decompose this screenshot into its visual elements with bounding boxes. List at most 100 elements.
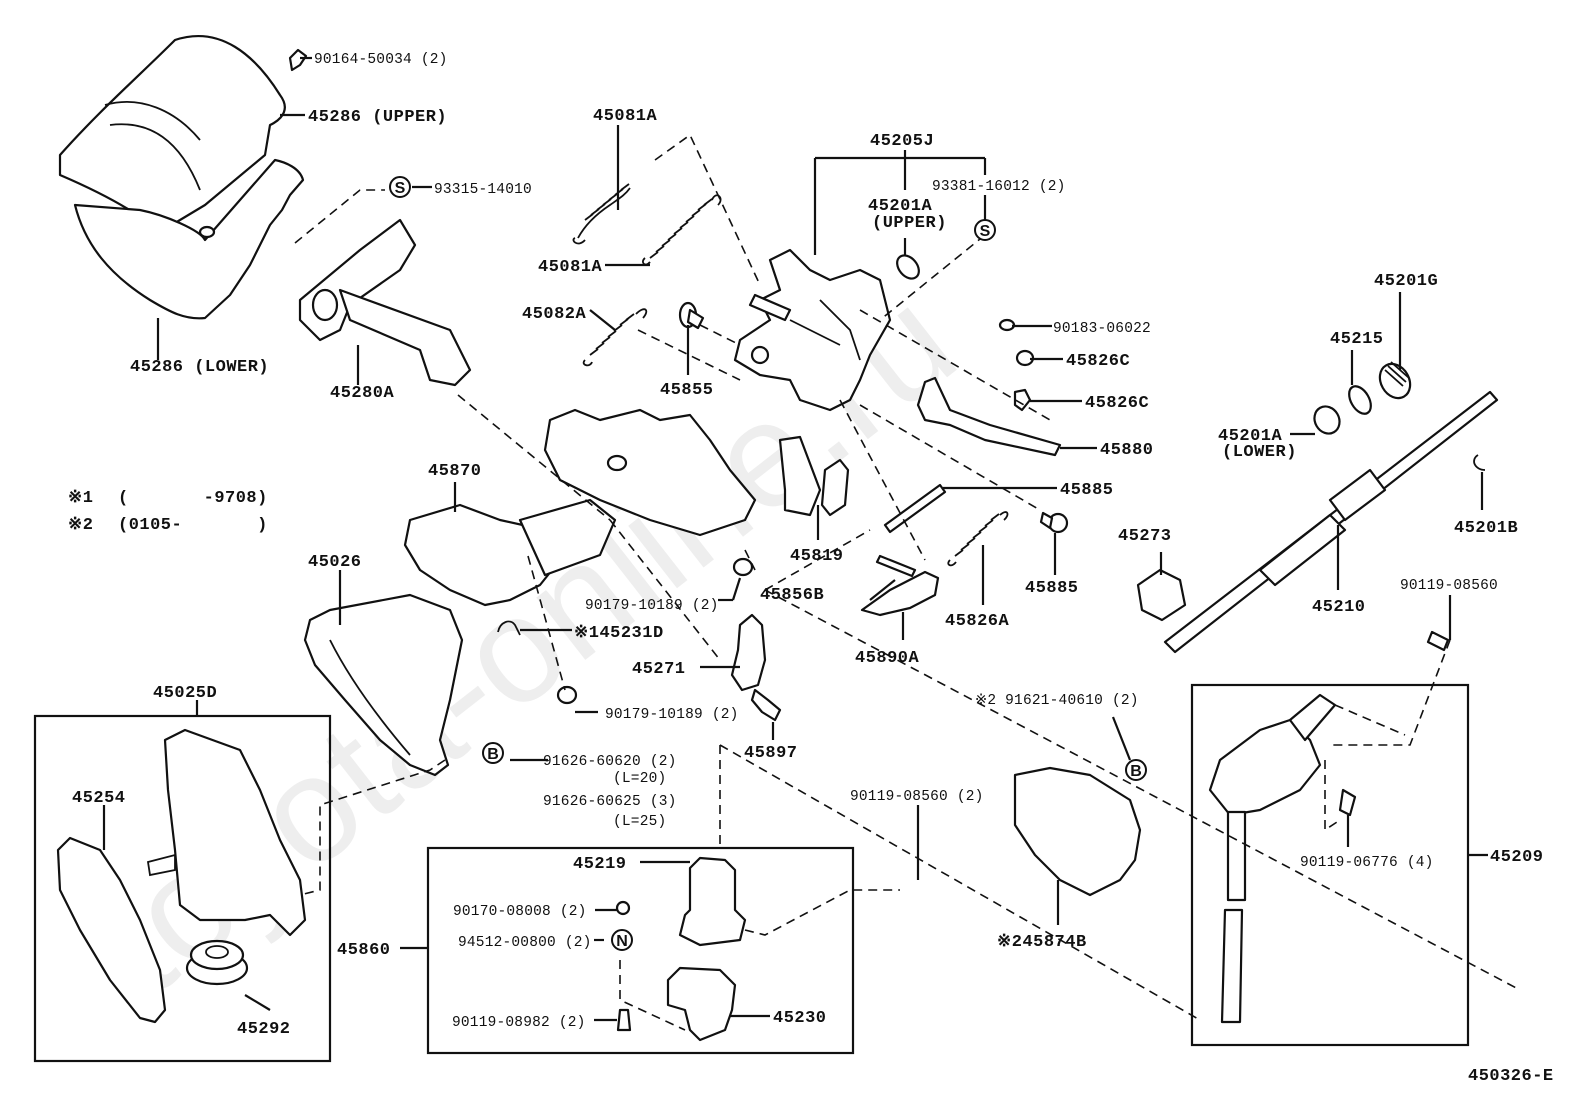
label-45880[interactable]: 45880 [1100,441,1154,460]
label-45885-2[interactable]: 45885 [1025,579,1079,598]
label-45271[interactable]: 45271 [632,660,686,679]
label-45292[interactable]: 45292 [237,1020,291,1039]
part-45201a-lower-bearing[interactable] [1310,402,1345,438]
label-90119-08560-mid[interactable]: 90119-08560 (2) [850,789,984,805]
part-45271-bracket[interactable] [730,613,767,692]
label-45860[interactable]: 45860 [337,941,391,960]
label-45855[interactable]: 45855 [660,381,714,400]
part-90179-nut-upper[interactable] [732,557,754,577]
label-45286-lower[interactable]: 45286 (LOWER) [130,358,269,377]
label-91626-60625[interactable]: 91626-60625 (3) [543,794,677,810]
svg-text:S: S [980,223,991,240]
label-45201a-lower[interactable]: 45201A [1218,427,1283,446]
label-45209[interactable]: 45209 [1490,848,1544,867]
part-45897-bolt[interactable] [750,688,782,722]
label-45874b[interactable]: ※245874B [997,933,1087,952]
label-45286-upper[interactable]: 45286 (UPPER) [308,108,447,127]
part-90179-nut-lower[interactable] [556,685,578,705]
part-45201b-snap-ring[interactable] [1473,454,1486,471]
label-45205j[interactable]: 45205J [870,132,934,151]
label-94512-00800[interactable]: 94512-00800 (2) [458,935,592,951]
label-45219[interactable]: 45219 [573,855,627,874]
part-45890a-pawl[interactable] [860,570,940,617]
part-45210-steering-shaft[interactable] [1163,390,1499,654]
label-45026[interactable]: 45026 [308,553,362,572]
label-45819[interactable]: 45819 [790,547,844,566]
part-90119-08560-bolt-right[interactable] [1426,630,1450,652]
label-45885-1[interactable]: 45885 [1060,481,1114,500]
part-45874b-cover[interactable] [1013,766,1142,897]
label-93381-16012[interactable]: 93381-16012 (2) [932,179,1066,195]
part-45280a-bracket[interactable] [298,218,472,387]
label-45081a-top[interactable]: 45081A [593,107,658,126]
svg-text:B: B [1130,763,1142,780]
label-90119-08560-right[interactable]: 90119-08560 [1400,578,1498,594]
part-45081a-spring-2[interactable] [642,194,722,266]
part-45201g-spring[interactable] [1374,358,1416,403]
part-45082a-spring[interactable] [582,308,648,367]
label-45230[interactable]: 45230 [773,1009,827,1028]
part-45885-rod[interactable] [883,483,947,534]
part-45880-lever[interactable] [916,376,1062,457]
part-45219-lock-housing[interactable] [678,856,747,947]
part-45870-column-bracket[interactable] [403,408,757,607]
label-45856b[interactable]: 45856B [760,586,824,605]
part-45254-gasket[interactable] [56,836,167,1024]
part-45856b-pin[interactable] [875,554,917,578]
label-91621-40610[interactable]: ※2 91621-40610 (2) [975,693,1139,709]
note-2-range: (0105- ) [118,516,268,535]
part-45826c-nut-2[interactable] [1013,388,1032,412]
part-45230-lock-cylinder[interactable] [666,966,737,1042]
label-45081a-mid[interactable]: 45081A [538,258,603,277]
label-45897[interactable]: 45897 [744,744,798,763]
part-45215-plate[interactable] [1345,383,1376,418]
label-90119-08982[interactable]: 90119-08982 (2) [452,1015,586,1031]
label-91626-60625-length: (L=25) [613,814,666,830]
label-90119-06776[interactable]: 90119-06776 (4) [1300,855,1434,871]
label-45082a[interactable]: 45082A [522,305,587,324]
label-93315-14010[interactable]: 93315-14010 [434,182,532,198]
label-45201g[interactable]: 45201G [1374,272,1438,291]
label-45201a-upper[interactable]: 45201A [868,197,933,216]
part-90164-screw[interactable] [288,48,308,72]
label-45826c-1[interactable]: 45826C [1066,352,1130,371]
part-45209-intermediate-shaft[interactable] [1208,693,1337,1024]
part-45205j-tilt-bracket[interactable] [733,248,892,412]
part-45081a-spring-1[interactable] [572,183,631,245]
label-145231d[interactable]: ※145231D [574,624,664,643]
label-45254[interactable]: 45254 [72,789,126,808]
part-45819-lever[interactable] [778,435,850,517]
part-90183-06022-washer[interactable] [998,318,1016,332]
label-45215[interactable]: 45215 [1330,330,1384,349]
part-45826a-spring[interactable] [947,511,1009,567]
part-45286-column-cover[interactable] [58,34,305,320]
part-45201a-upper-bearing[interactable] [893,251,924,282]
label-45210[interactable]: 45210 [1312,598,1366,617]
label-90164-50034[interactable]: 90164-50034 (2) [314,52,448,68]
label-45826c-2[interactable]: 45826C [1085,394,1149,413]
label-45201a-lower-note: (LOWER) [1222,443,1297,462]
label-90183-06022[interactable]: 90183-06022 [1053,321,1151,337]
part-45025d-boot[interactable] [146,728,307,937]
part-90119-06776-bolt[interactable] [1338,788,1357,817]
part-45885-bolt[interactable] [1039,511,1069,534]
label-90179-10189-lower[interactable]: 90179-10189 (2) [605,707,739,723]
part-90119-08982-bolt[interactable] [616,1008,632,1032]
part-90170-nut[interactable] [615,900,631,916]
part-45026-hole-cover[interactable] [303,593,464,777]
label-45025d[interactable]: 45025D [153,684,217,703]
label-45273[interactable]: 45273 [1118,527,1172,546]
part-45855-bolt[interactable] [678,301,705,330]
label-45280a[interactable]: 45280A [330,384,395,403]
part-45292-seal[interactable] [185,939,249,986]
part-45273-bushing[interactable] [1136,568,1187,622]
label-45870[interactable]: 45870 [428,462,482,481]
label-91626-60620[interactable]: 91626-60620 (2) [543,754,677,770]
label-45890a[interactable]: 45890A [855,649,920,668]
label-90179-10189-upper[interactable]: 90179-10189 (2) [585,598,719,614]
label-45201b[interactable]: 45201B [1454,519,1518,538]
part-145231d-clip[interactable] [497,620,521,636]
label-45826a[interactable]: 45826A [945,612,1010,631]
label-90170-08008[interactable]: 90170-08008 (2) [453,904,587,920]
